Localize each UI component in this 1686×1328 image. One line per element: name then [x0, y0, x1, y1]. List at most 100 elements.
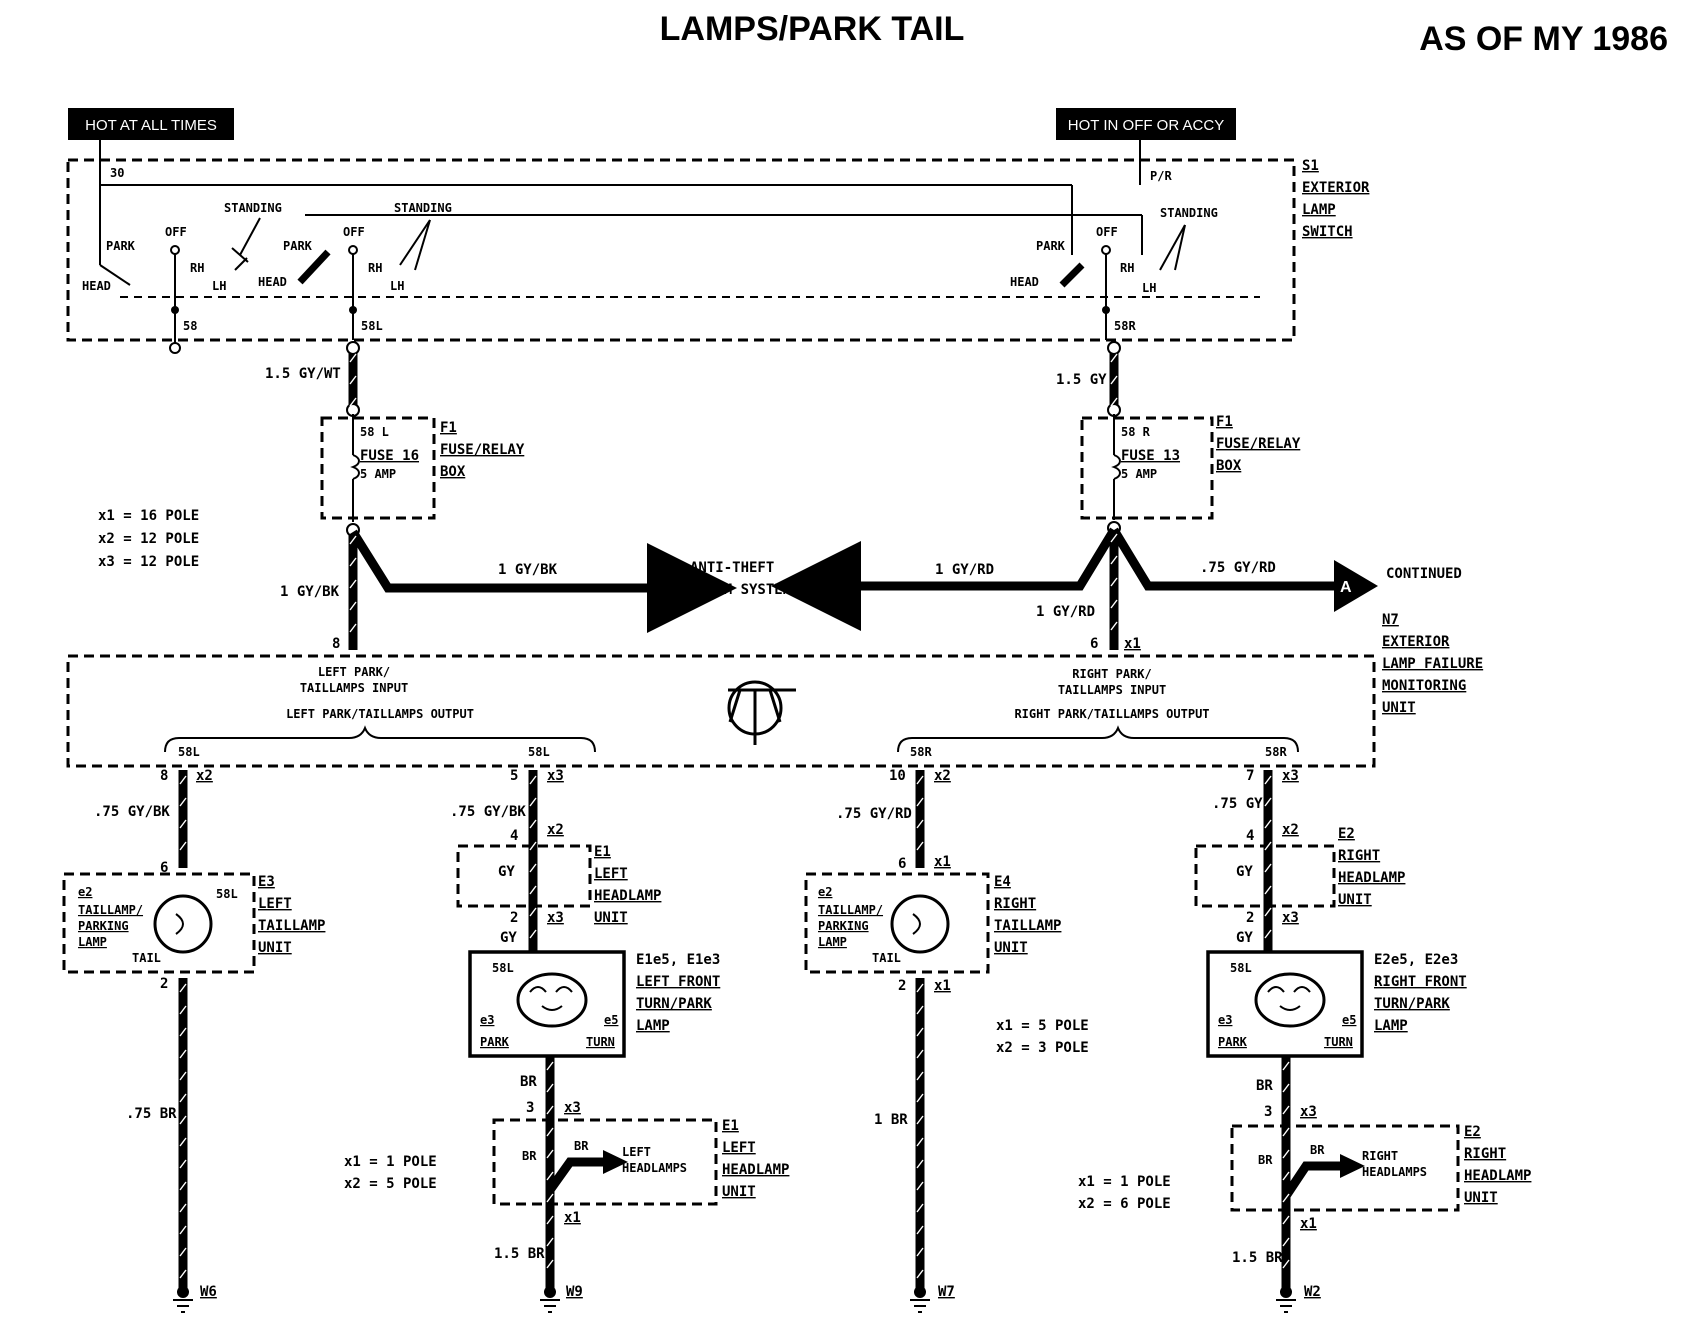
svg-text:TAILLAMP: TAILLAMP: [994, 918, 1061, 934]
svg-text:HEADLAMPS: HEADLAMPS: [622, 1161, 687, 1175]
wire-stripe: [916, 1093, 924, 1103]
svg-text:OFF: OFF: [343, 225, 365, 239]
svg-text:LEFT: LEFT: [258, 896, 292, 912]
svg-text:F1: F1: [1216, 414, 1233, 430]
svg-text:RIGHT: RIGHT: [1338, 848, 1380, 864]
svg-text:PARK: PARK: [1036, 239, 1066, 253]
wire-stripe: [179, 1137, 187, 1147]
svg-text:FUSE 13: FUSE 13: [1121, 448, 1180, 464]
branch-left-headlamp: 5 x3 .75 GY/BK 4 x2 GY E1 LEFT HEADLAMP …: [450, 768, 789, 1313]
svg-text:e3: e3: [480, 1013, 494, 1027]
wire-stripe: [1282, 1193, 1290, 1203]
wire-stripe: [546, 1259, 554, 1269]
wire-stripe: [546, 1149, 554, 1159]
svg-text:TURN: TURN: [1324, 1035, 1353, 1049]
svg-text:HEADLAMP: HEADLAMP: [1464, 1168, 1531, 1184]
svg-text:x1 = 1 POLE: x1 = 1 POLE: [344, 1154, 437, 1170]
hot-at-all-times-box: [68, 108, 234, 140]
wire-stripe: [546, 1215, 554, 1225]
svg-text:E2: E2: [1464, 1124, 1481, 1140]
svg-text:58L: 58L: [361, 319, 383, 333]
svg-text:LH: LH: [212, 279, 226, 293]
svg-text:HEAD: HEAD: [258, 275, 287, 289]
svg-text:x1: x1: [564, 1210, 581, 1226]
lamp-failure-monitor: LEFT PARK/ TAILLAMPS INPUT LEFT PARK/TAI…: [66, 612, 1483, 768]
svg-text:LAMP FAILURE: LAMP FAILURE: [1382, 656, 1483, 672]
svg-text:BR: BR: [574, 1139, 589, 1153]
svg-text:4: 4: [510, 828, 518, 844]
wire-stripe: [546, 1083, 554, 1093]
svg-text:BR: BR: [522, 1149, 537, 1163]
left-fuse-box: 58 L FUSE 16 5 AMP F1 FUSE/RELAY BOX: [320, 414, 525, 522]
svg-text:LEFT FRONT: LEFT FRONT: [636, 974, 720, 990]
svg-text:W6: W6: [200, 1284, 217, 1300]
wire-stripe: [349, 579, 357, 589]
svg-text:5 AMP: 5 AMP: [1121, 467, 1157, 481]
svg-text:PARKING: PARKING: [78, 919, 129, 933]
svg-text:RIGHT PARK/: RIGHT PARK/: [1072, 667, 1151, 681]
wire-stripe: [179, 1049, 187, 1059]
svg-text:x2 = 6 POLE: x2 = 6 POLE: [1078, 1196, 1171, 1212]
svg-text:P/R: P/R: [1150, 169, 1172, 183]
svg-text:e2: e2: [818, 885, 832, 899]
svg-text:W9: W9: [566, 1284, 583, 1300]
svg-text:RIGHT FRONT: RIGHT FRONT: [1374, 974, 1467, 990]
hot-in-off-label: HOT IN OFF OR ACCY: [1068, 117, 1224, 134]
svg-text:GY: GY: [1236, 864, 1253, 880]
svg-text:58L: 58L: [1230, 961, 1252, 975]
svg-text:UNIT: UNIT: [1338, 892, 1372, 908]
wire-stripe: [546, 1193, 554, 1203]
svg-text:ALARM SYSTEM: ALARM SYSTEM: [690, 582, 791, 598]
branch-right-taillamp: 10 x2 .75 GY/RD 6 x1 e2 TAILLAMP/ PARKIN…: [804, 768, 1061, 1313]
wire-stripe: [1282, 1237, 1290, 1247]
wire-stripe: [916, 1181, 924, 1191]
svg-text:2: 2: [1246, 910, 1254, 926]
svg-text:6: 6: [1090, 636, 1098, 652]
wire-stripe: [1282, 1171, 1290, 1181]
svg-text:RIGHT: RIGHT: [1362, 1149, 1398, 1163]
wire-stripe: [349, 353, 357, 363]
svg-text:58R: 58R: [1114, 319, 1136, 333]
svg-text:8: 8: [332, 636, 340, 652]
wire-stripe: [179, 1203, 187, 1213]
svg-text:GY: GY: [500, 930, 517, 946]
wire-stripe: [916, 1159, 924, 1169]
wire-stripe: [349, 535, 357, 545]
svg-text:FUSE/RELAY: FUSE/RELAY: [440, 442, 525, 458]
wire-stripe: [179, 841, 187, 851]
svg-text:2: 2: [510, 910, 518, 926]
svg-text:58: 58: [183, 319, 197, 333]
svg-text:S1: S1: [1302, 158, 1319, 174]
svg-text:UNIT: UNIT: [594, 910, 628, 926]
svg-text:x3: x3: [1300, 1104, 1317, 1120]
svg-text:TURN/PARK: TURN/PARK: [1374, 996, 1450, 1012]
hot-in-off-box: [1056, 108, 1236, 140]
svg-text:LEFT: LEFT: [594, 866, 628, 882]
svg-text:E2e5, E2e3: E2e5, E2e3: [1374, 952, 1458, 968]
wire-stripe: [1110, 533, 1118, 543]
svg-text:x1: x1: [934, 978, 951, 994]
svg-text:TAILLAMP/: TAILLAMP/: [78, 903, 143, 917]
wire-stripe: [179, 775, 187, 785]
wire-stripe: [1264, 863, 1272, 873]
wire-stripe: [529, 819, 537, 829]
svg-text:LEFT PARK/TAILLAMPS OUTPUT: LEFT PARK/TAILLAMPS OUTPUT: [286, 707, 474, 721]
svg-text:LAMP: LAMP: [636, 1018, 670, 1034]
svg-text:FUSE 16: FUSE 16: [360, 448, 419, 464]
svg-text:1.5 BR: 1.5 BR: [494, 1246, 545, 1262]
wire-stripe: [1264, 885, 1272, 895]
wire-stripe: [1264, 929, 1272, 939]
svg-text:x1: x1: [1300, 1216, 1317, 1232]
svg-text:UNIT: UNIT: [994, 940, 1028, 956]
svg-text:STANDING: STANDING: [1160, 206, 1218, 220]
wire-stripe: [179, 797, 187, 807]
svg-text:PARK: PARK: [1218, 1035, 1248, 1049]
wire-stripe: [546, 1105, 554, 1115]
wire-stripe: [179, 1071, 187, 1081]
wire-stripe: [916, 1225, 924, 1235]
wire-stripe: [1282, 1105, 1290, 1115]
wire-stripe: [1264, 819, 1272, 829]
svg-text:E3: E3: [258, 874, 275, 890]
wire-stripe: [546, 1127, 554, 1137]
continued-marker-arrow: [1334, 560, 1378, 612]
